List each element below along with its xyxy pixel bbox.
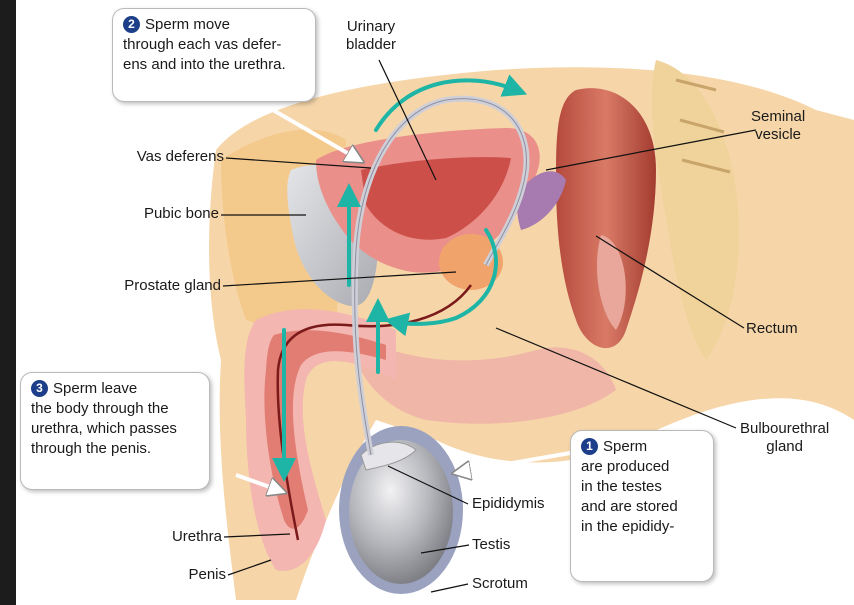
label-scrotum: Scrotum — [472, 575, 528, 593]
label-prostate-gland: Prostate gland — [96, 277, 221, 295]
anatomy-figure: Urinary bladder Seminal vesicle Vas defe… — [16, 0, 854, 605]
label-seminal-vesicle: Seminal vesicle — [751, 108, 805, 144]
label-urinary-bladder: Urinary bladder — [346, 18, 396, 54]
label-rectum: Rectum — [746, 320, 798, 338]
step-1-badge: 1 — [581, 438, 598, 455]
label-penis: Penis — [166, 566, 226, 584]
label-bulbourethral-gland: Bulbourethral gland — [740, 420, 829, 456]
label-testis: Testis — [472, 536, 510, 554]
step-2-badge: 2 — [123, 16, 140, 33]
label-vas-deferens: Vas deferens — [116, 148, 224, 166]
label-epididymis: Epididymis — [472, 495, 545, 513]
step-3-badge: 3 — [31, 380, 48, 397]
label-pubic-bone: Pubic bone — [116, 205, 219, 223]
label-urethra: Urethra — [146, 528, 222, 546]
